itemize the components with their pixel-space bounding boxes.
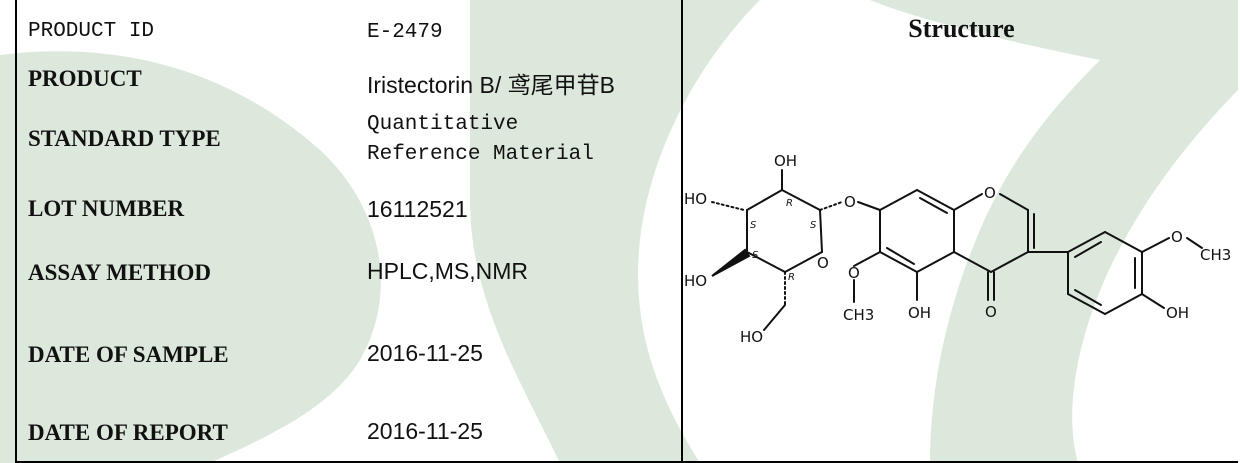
atom-methoxy-o: O [848, 264, 860, 282]
label-product-id: PRODUCT ID [28, 20, 155, 43]
watermark-leaf-right [870, 0, 1238, 463]
stereo-r1: R [786, 198, 793, 209]
stereo-r2: R [788, 272, 795, 283]
atom-methoxy-ch3: CH3 [843, 306, 874, 324]
atom-aryl-o: O [1171, 228, 1183, 246]
atom-chromone-o: O [984, 184, 996, 202]
stereo-s2: S [810, 220, 817, 231]
watermark-leaf-left [0, 51, 381, 463]
label-product: PRODUCT [28, 66, 142, 91]
atom-keto-o: O [985, 303, 997, 321]
value-assay-method: HPLC,MS,NMR [367, 258, 529, 284]
value-date-of-sample: 2016-11-25 [367, 340, 483, 366]
watermark-leaf-center [470, 0, 760, 463]
value-product: Iristectorin B/ 鸢尾甲苷B [367, 72, 615, 98]
atom-aryl-oh: OH [1166, 304, 1189, 322]
value-product-id: E-2479 [367, 21, 443, 44]
column-divider [681, 0, 683, 463]
chemical-structure: OH HO HO HO O O O O CH3 OH O O CH3 OH S … [684, 152, 1231, 346]
atom-oh-mid: OH [908, 304, 931, 322]
label-assay-method: ASSAY METHOD [28, 260, 211, 285]
atom-link-o: O [844, 193, 856, 211]
report-sheet: PRODUCT ID E-2479 PRODUCT Iristectorin B… [15, 0, 1238, 463]
atom-ho-left: HO [684, 190, 707, 208]
atom-ho-lower: HO [740, 328, 763, 346]
value-date-of-report: 2016-11-25 [367, 418, 483, 444]
label-date-of-sample: DATE OF SAMPLE [28, 342, 229, 367]
label-lot-number: LOT NUMBER [28, 196, 185, 221]
stereo-s1: S [750, 220, 757, 231]
label-date-of-report: DATE OF REPORT [28, 420, 228, 445]
value-standard-type: Quantitative Reference Material [367, 113, 594, 166]
structure-title: Structure [908, 14, 1015, 43]
label-standard-type: STANDARD TYPE [28, 126, 221, 151]
stereo-s3: S [752, 250, 759, 261]
atom-aryl-ch3: CH3 [1200, 246, 1231, 264]
atom-ring-o: O [817, 254, 829, 272]
value-lot-number: 16112521 [367, 196, 468, 222]
atom-ho-bottom-left: HO [684, 272, 707, 290]
atom-oh-top: OH [774, 152, 797, 170]
